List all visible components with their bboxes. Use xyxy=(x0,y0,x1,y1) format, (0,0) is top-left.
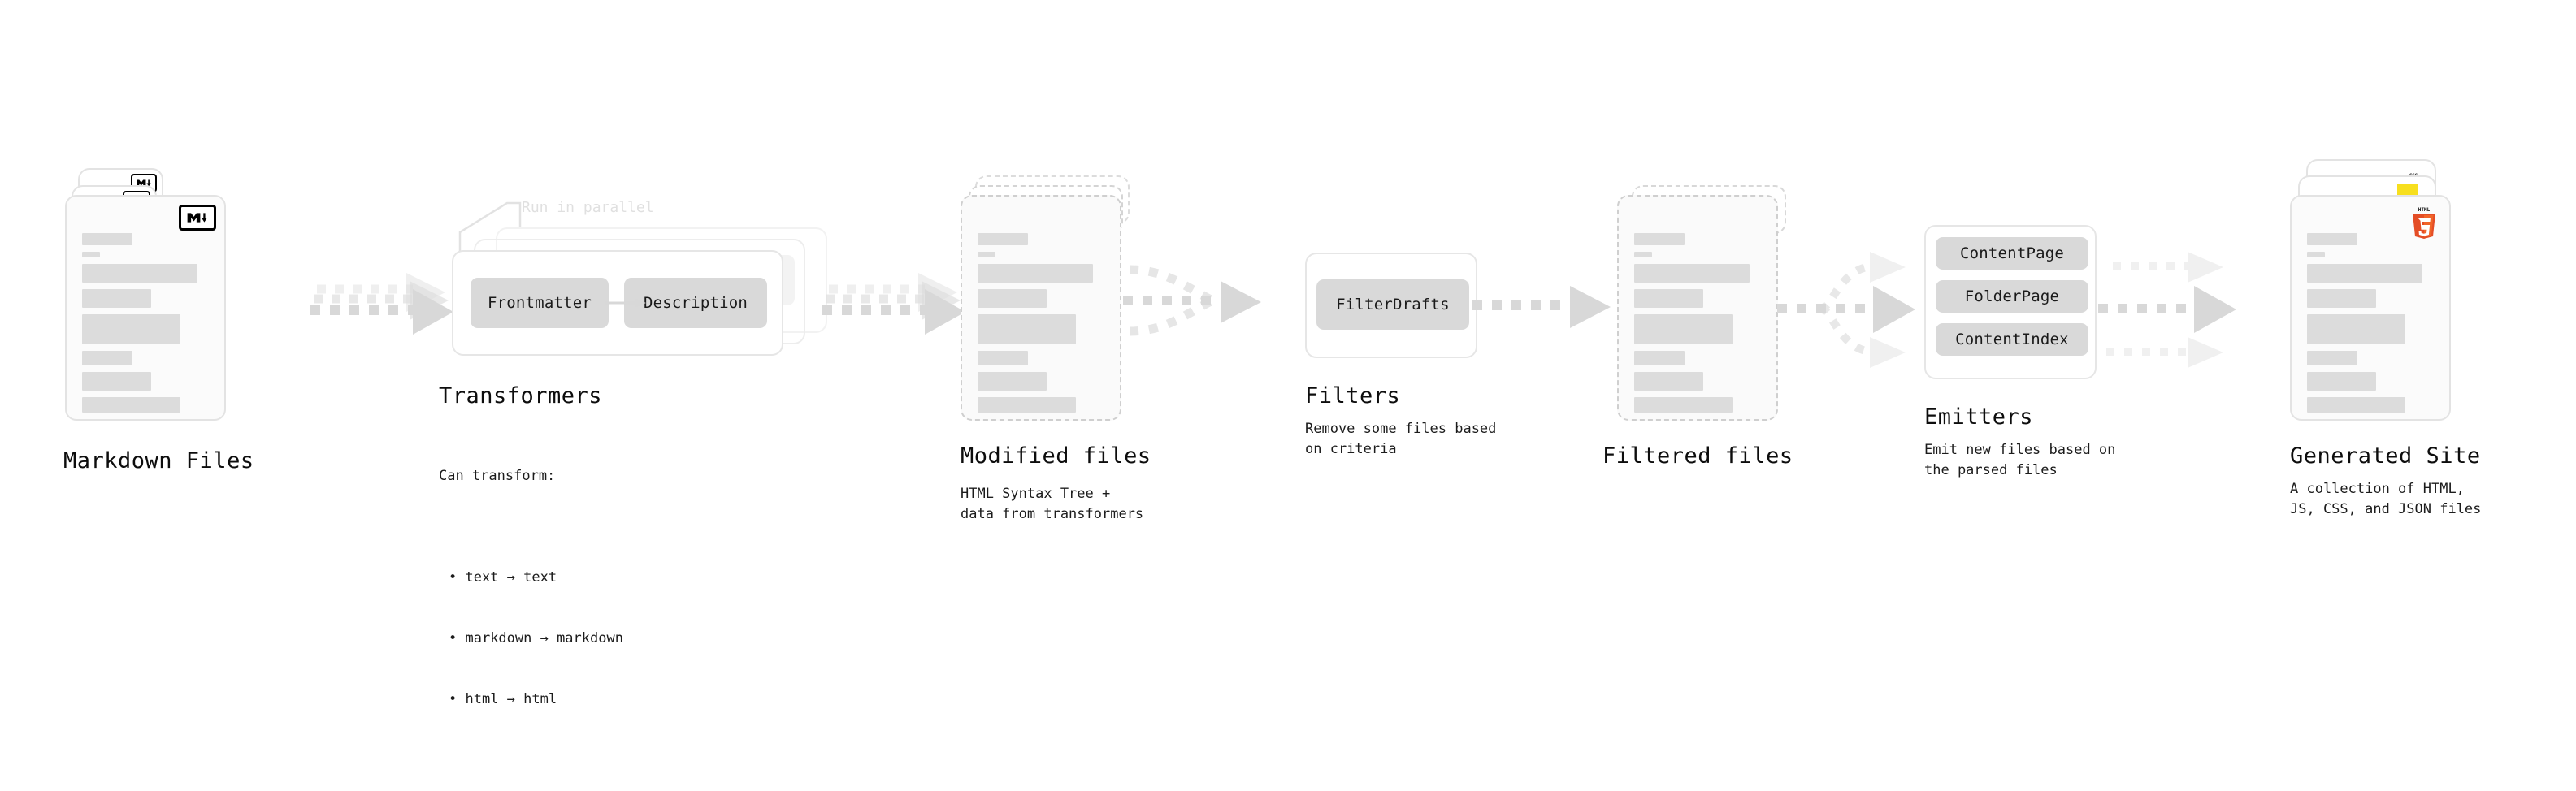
skeleton-line xyxy=(1634,351,1685,365)
stage-title-generated-site: Generated Site xyxy=(2290,443,2481,469)
emitter-pill-folderpage[interactable]: FolderPage xyxy=(1936,280,2088,313)
skeleton-line xyxy=(978,264,1093,283)
skeleton-line xyxy=(2307,264,2422,283)
transformers-caption: Can transform: text → text markdown → ma… xyxy=(439,426,623,791)
skeleton-line xyxy=(1634,289,1703,308)
stage-title-markdown-files: Markdown Files xyxy=(63,448,254,473)
stage-title-emitters: Emitters xyxy=(1924,404,2034,430)
skeleton-line xyxy=(2307,252,2325,257)
js-icon xyxy=(2397,184,2418,197)
skeleton-line xyxy=(978,233,1028,245)
stage-title-filters: Filters xyxy=(1305,383,1401,408)
skeleton-line xyxy=(2307,289,2376,308)
arrow-transformers-to-modified xyxy=(822,273,965,335)
transformer-pill-description[interactable]: Description xyxy=(624,278,767,328)
skeleton-line xyxy=(82,233,132,245)
emitter-pill-contentindex[interactable]: ContentIndex xyxy=(1936,323,2088,356)
skeleton-line xyxy=(2307,372,2376,391)
skeleton-line xyxy=(1634,233,1685,245)
arrow-filters-to-filtered xyxy=(1472,286,1611,328)
svg-text:HTML: HTML xyxy=(2418,207,2431,213)
skeleton-line xyxy=(82,264,197,283)
html5-icon: HTML xyxy=(2410,205,2438,239)
skeleton-line xyxy=(82,252,100,257)
generated-card-front: HTML xyxy=(2290,195,2451,421)
skeleton-line xyxy=(978,314,1076,344)
pipeline-diagram: Markdown Files Run in parallel xyxy=(0,0,2576,681)
transform-item: text → text xyxy=(449,568,623,588)
run-in-parallel-note: Run in parallel xyxy=(522,199,654,216)
emitter-pill-contentpage[interactable]: ContentPage xyxy=(1936,237,2088,270)
skeleton-line xyxy=(2307,314,2405,344)
transformer-arrow-front xyxy=(605,298,646,308)
skeleton-line xyxy=(82,397,180,413)
skeleton-line xyxy=(1634,397,1733,413)
skeleton-line xyxy=(82,351,132,365)
skeleton-line xyxy=(978,252,995,257)
skeleton-line xyxy=(1634,264,1750,283)
skeleton-line xyxy=(2307,233,2357,245)
stage-filters: FilterDrafts Filters Remove some files b… xyxy=(1276,0,1601,681)
transform-item: html → html xyxy=(449,689,623,710)
skeleton-line xyxy=(2307,397,2405,413)
transformer-pill-frontmatter[interactable]: Frontmatter xyxy=(471,278,609,328)
stage-emitters: ContentPage FolderPage ContentIndex Emit… xyxy=(1918,0,2259,681)
run-in-parallel-leader xyxy=(458,201,522,255)
skeleton-line xyxy=(2307,351,2357,365)
skeleton-line xyxy=(978,397,1076,413)
arrow-modified-to-filters xyxy=(1123,265,1261,336)
transformers-caption-intro: Can transform: xyxy=(439,468,556,484)
arrow-filtered-to-emitters xyxy=(1777,252,1915,368)
stage-filtered-files: Filtered files xyxy=(1585,0,1926,681)
skeleton-line xyxy=(82,372,151,391)
arrow-emitters-to-site xyxy=(2098,252,2236,368)
stage-title-filtered-files: Filtered files xyxy=(1602,443,1793,469)
skeleton-line xyxy=(82,314,180,344)
skeleton-line xyxy=(1634,252,1652,257)
filters-caption: Remove some files based on criteria xyxy=(1305,421,1497,457)
arrow-markdown-to-transformers xyxy=(310,273,453,335)
stage-markdown-files: Markdown Files xyxy=(0,0,341,681)
markdown-card-front xyxy=(65,195,226,421)
stage-modified-files: Modified files HTML Syntax Tree + data f… xyxy=(935,0,1276,681)
markdown-icon xyxy=(179,205,216,231)
filter-pill-filterdrafts[interactable]: FilterDrafts xyxy=(1316,279,1469,330)
transform-item: markdown → markdown xyxy=(449,629,622,649)
stage-generated-site: CSS HTML xyxy=(2227,0,2576,681)
stage-title-modified-files: Modified files xyxy=(961,443,1151,469)
skeleton-line xyxy=(978,372,1047,391)
skeleton-line xyxy=(1634,314,1733,344)
filtered-card-front xyxy=(1617,195,1778,421)
skeleton-line xyxy=(1634,372,1703,391)
modified-files-caption: HTML Syntax Tree + data from transformer… xyxy=(961,486,1144,522)
skeleton-line xyxy=(978,289,1047,308)
stage-transformers: Run in parallel Frontmatter Description … xyxy=(439,0,861,707)
skeleton-line xyxy=(82,289,151,308)
modified-card-front xyxy=(961,195,1121,421)
emitters-caption: Emit new files based on the parsed files xyxy=(1924,442,2116,478)
stage-title-transformers: Transformers xyxy=(439,383,603,408)
generated-site-caption: A collection of HTML, JS, CSS, and JSON … xyxy=(2290,481,2482,517)
transformers-caption-list: text → text markdown → markdown html → h… xyxy=(439,527,623,750)
skeleton-line xyxy=(978,351,1028,365)
